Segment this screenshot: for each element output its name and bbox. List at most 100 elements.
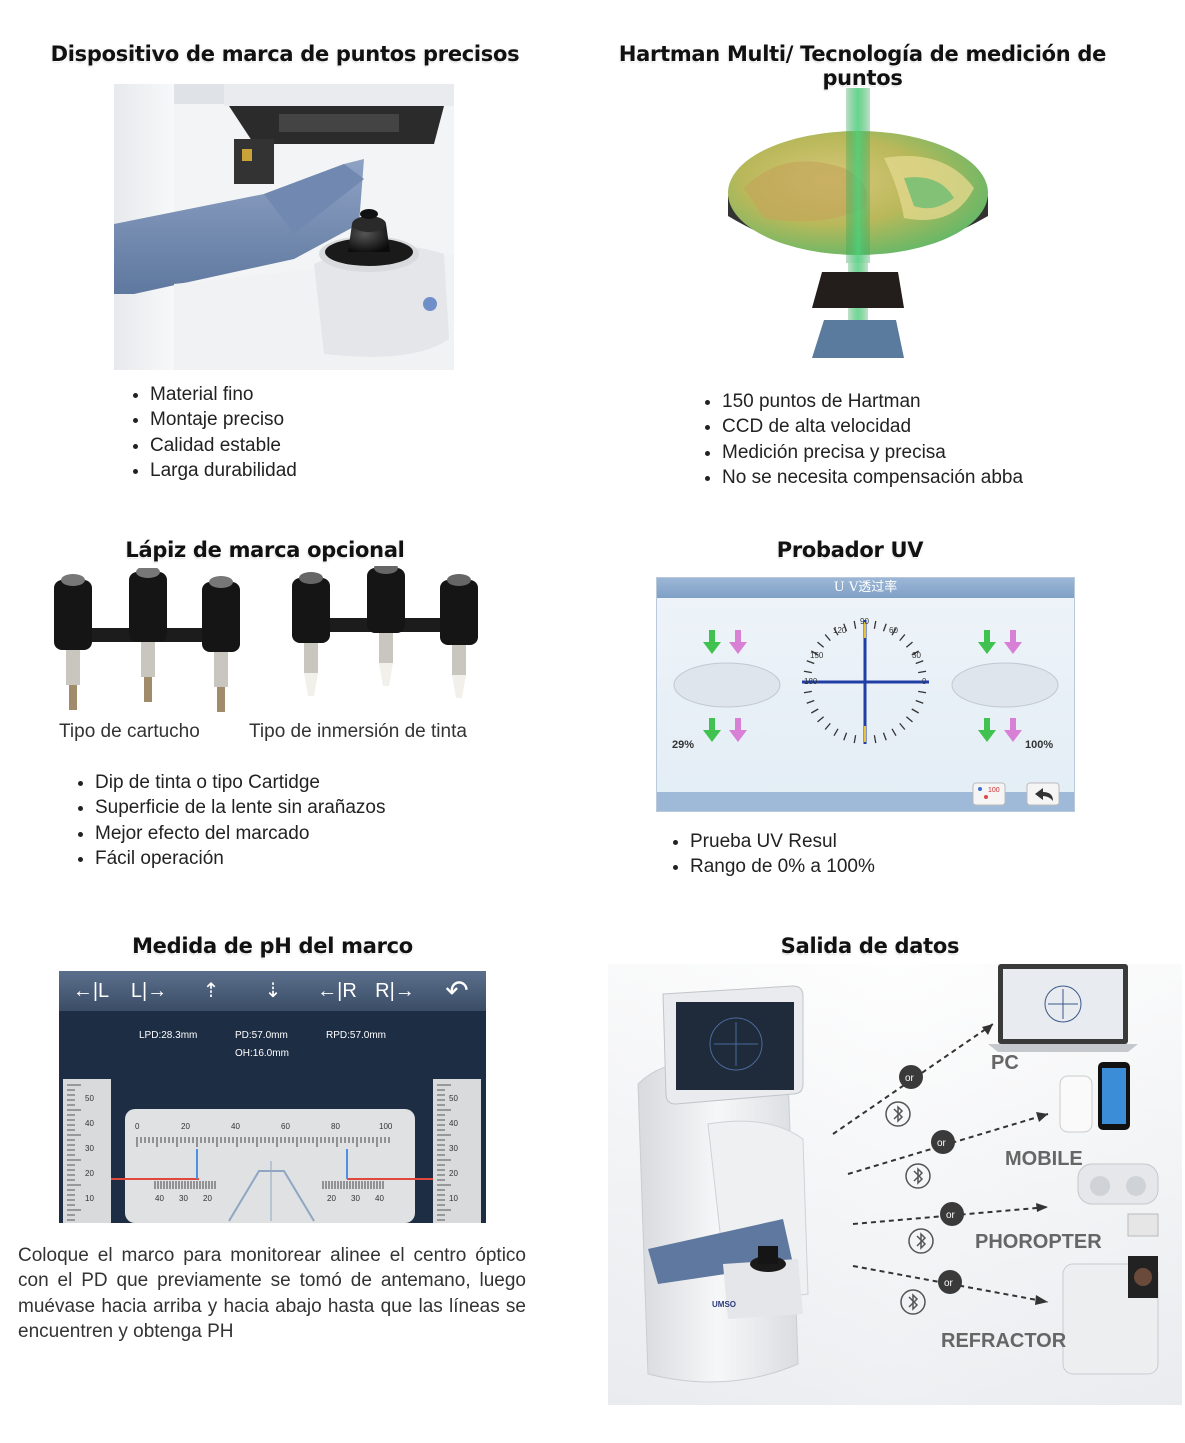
dial-label: 60 [889, 626, 898, 635]
scale-tick [843, 732, 848, 741]
scale-tick [806, 699, 815, 704]
scale-tick [806, 660, 815, 665]
uv-back-button[interactable] [1026, 782, 1060, 806]
scale-tick [810, 708, 819, 714]
move-right-l-button[interactable]: L|→ [130, 980, 168, 1002]
or-label: or [946, 1210, 956, 1221]
dial-label: 30 [912, 651, 921, 660]
output-target-mobile: MOBILE [1005, 1148, 1083, 1170]
scale-tick [911, 708, 920, 714]
pen-title: Lápiz de marca opcional [125, 538, 405, 562]
side-scale-label: 40 [85, 1119, 94, 1128]
output-title: Salida de datos [780, 934, 960, 958]
bullet-item: Larga durabilidad [150, 458, 297, 483]
scale-tick [915, 699, 924, 704]
scale-tick [803, 690, 812, 694]
scale-tick [915, 660, 924, 665]
ruler-label: 20 [203, 1194, 212, 1203]
scale-tick [905, 641, 913, 648]
ruler-label: 20 [327, 1194, 336, 1203]
marker-bullets: Material fino Montaje preciso Calidad es… [128, 382, 297, 483]
bullet-item: Mejor efecto del marcado [95, 821, 385, 846]
ruler-label: 40 [155, 1194, 164, 1203]
scale-tick [843, 623, 848, 632]
scale-tick [905, 716, 913, 723]
ph-description: Coloque el marco para monitorear alinee … [18, 1245, 526, 1342]
back-button[interactable]: ↶ [445, 975, 469, 1006]
scale-tick [891, 627, 897, 636]
dial-label: 120 [833, 626, 847, 635]
bullet-item: Rango de 0% a 100% [690, 854, 875, 879]
output-target-pc: PC [991, 1052, 1019, 1074]
move-right-r-button[interactable]: R|→ [375, 980, 415, 1002]
side-scale-label: 10 [85, 1194, 94, 1203]
move-left-l-button[interactable]: ←|L [72, 980, 110, 1002]
dial-label: 150 [810, 651, 824, 660]
uv-right-lens-icon [951, 630, 1059, 742]
pc-laptop-icon [988, 964, 1138, 1052]
rpd-value: RPD:57.0mm [326, 1030, 387, 1041]
or-label: or [905, 1073, 915, 1084]
lpd-value: LPD:28.3mm [139, 1030, 198, 1041]
side-scale-label: 20 [85, 1169, 94, 1178]
side-scale-label: 30 [449, 1144, 458, 1153]
ph-measure-screen: ←|L L|→ ⇡ ⇣ ←|R R|→ ↶ LPD:28.3mm PD:57.0… [59, 971, 486, 1223]
uv-bullets: Prueba UV Resul Rango de 0% a 100% [668, 829, 875, 880]
scale-tick [918, 670, 927, 674]
or-label: or [937, 1138, 947, 1149]
scale-tick [873, 735, 877, 744]
scale-tick [882, 732, 887, 741]
pd-value: PD:57.0mm [235, 1030, 288, 1041]
hartman-bullets: 150 puntos de Hartman CCD de alta veloci… [700, 389, 1023, 490]
move-left-r-button[interactable]: ←|R [317, 980, 357, 1002]
hartman-lens-illustration [724, 88, 994, 360]
ph-title: Medida de pH del marco [132, 934, 413, 958]
marker-device-photo [114, 84, 454, 370]
side-scale-label: 40 [449, 1119, 458, 1128]
uv-left-value: 29% [672, 739, 694, 751]
ruler-label: 40 [231, 1122, 240, 1131]
scale-tick [873, 620, 877, 629]
dial-label: 180 [804, 677, 818, 686]
bullet-item: Dip de tinta o tipo Cartidge [95, 770, 385, 795]
uv-right-value: 100% [1025, 739, 1053, 751]
bullet-item: Montaje preciso [150, 407, 297, 432]
scale-tick [918, 690, 927, 694]
move-down-button[interactable]: ⇣ [264, 980, 282, 1002]
or-label: or [944, 1278, 954, 1289]
phoropter-icon [1077, 1163, 1159, 1237]
ruler-label: 20 [181, 1122, 190, 1131]
side-scale-label: 20 [449, 1169, 458, 1178]
ruler-label: 100 [379, 1122, 393, 1131]
scale-tick [833, 728, 839, 737]
bullet-item: Material fino [150, 382, 297, 407]
scale-tick [853, 735, 857, 744]
bullet-item: Fácil operación [95, 846, 385, 871]
ruler-label: 60 [281, 1122, 290, 1131]
uv-left-lens-icon [673, 630, 781, 742]
cartridge-caption: Tipo de cartucho [59, 721, 200, 742]
output-target-refractor: REFRACTOR [941, 1330, 1067, 1352]
side-scale-label: 10 [449, 1194, 458, 1203]
bullet-item: Prueba UV Resul [690, 829, 875, 854]
pen-bullets: Dip de tinta o tipo Cartidge Superficie … [73, 770, 385, 871]
ink-dip-caption: Tipo de inmersión de tinta [249, 721, 467, 742]
uv-result-button[interactable] [972, 782, 1006, 806]
scale-tick [891, 728, 897, 737]
refractor-icon [1062, 1256, 1159, 1375]
cartridge-pen-photo [52, 566, 252, 716]
device-brand: UMSO [712, 1300, 736, 1309]
ruler-label: 40 [375, 1194, 384, 1203]
uv-title: Probador UV [776, 538, 924, 562]
side-scale-label: 50 [449, 1094, 458, 1103]
bullet-item: CCD de alta velocidad [722, 414, 1023, 439]
ruler-label: 0 [135, 1122, 140, 1131]
scale-tick [833, 627, 839, 636]
side-scale-label: 30 [85, 1144, 94, 1153]
bullet-item: No se necesita compensación abba [722, 465, 1023, 490]
output-target-phoropter: PHOROPTER [975, 1231, 1102, 1253]
dial-label: 0 [922, 677, 927, 686]
move-up-button[interactable]: ⇡ [202, 980, 220, 1002]
ruler-label: 30 [179, 1194, 188, 1203]
scale-tick [899, 634, 906, 642]
